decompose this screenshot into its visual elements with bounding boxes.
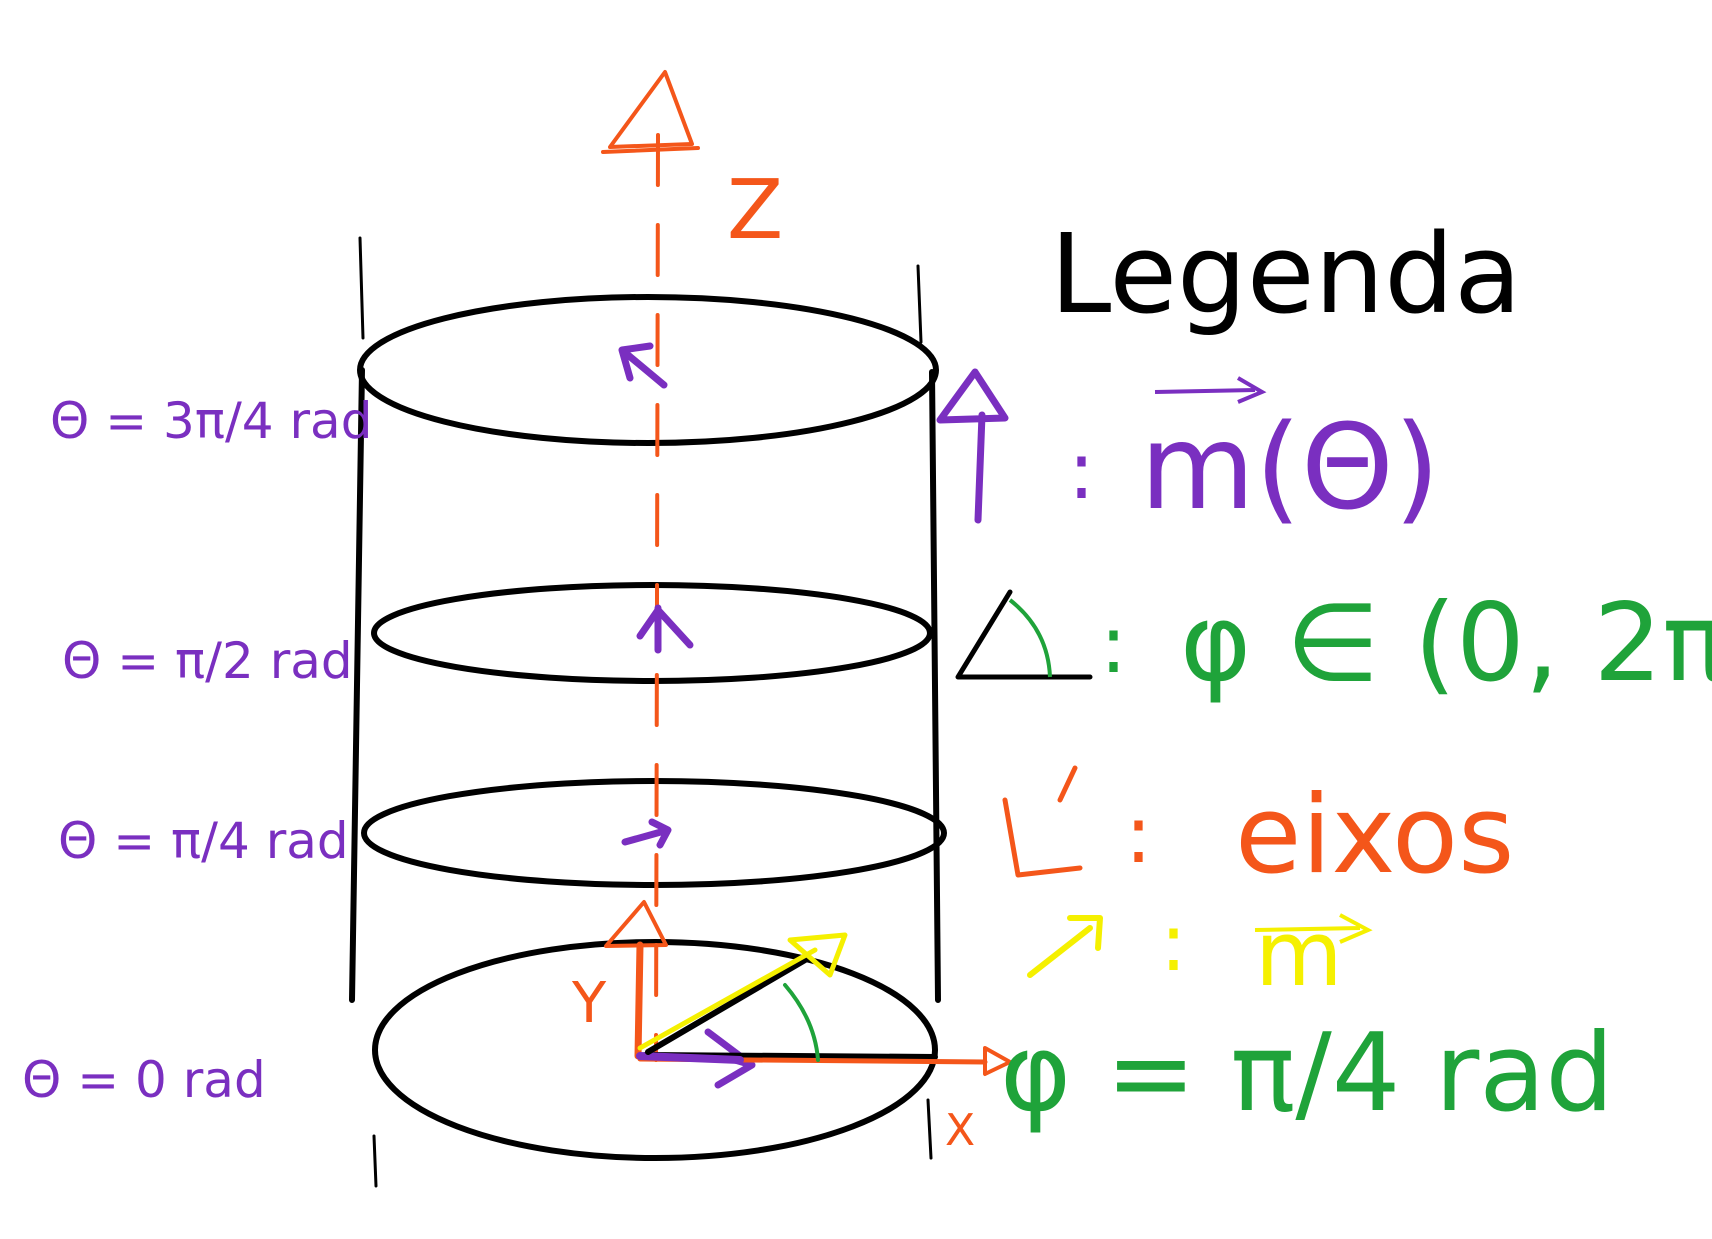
phi-angle-arc [783, 983, 820, 1062]
legend-colon: : [1160, 896, 1187, 989]
legend-text-m-theta: m(Θ) [1140, 398, 1440, 536]
m-projection-yellow [637, 947, 818, 1051]
legend-colon: : [1100, 598, 1127, 691]
legend-text-m: m [1255, 902, 1343, 1007]
theta-label-3pi4: Θ = 3π/4 rad [50, 392, 372, 450]
legend-item-axes: : eixos [1002, 765, 1514, 898]
m-projection-arrowhead [787, 932, 848, 978]
tick-mark [358, 236, 365, 340]
cylinder-left-side [349, 367, 365, 1003]
x-axis-label: X [945, 1105, 975, 1156]
tick-mark [916, 264, 923, 344]
theta-label-pi4: Θ = π/4 rad [58, 812, 349, 870]
m-arrow-pi2 [636, 604, 694, 654]
m-projection-black [645, 957, 808, 1055]
y-axis-label: Y [571, 971, 607, 1036]
disc-theta-pi4 [361, 778, 947, 888]
vector-overline [1154, 376, 1267, 404]
m-base [636, 1052, 744, 1064]
angle-arc-icon [1008, 598, 1052, 678]
legend: Legenda : m(Θ) : φ ∈ (0, 2π) : eixos : m [936, 210, 1712, 1136]
legend-title: Legenda [1050, 210, 1521, 338]
x-axis-arrowhead [983, 1046, 1012, 1076]
axes-icon [1002, 765, 1083, 878]
tick-mark [372, 1134, 378, 1188]
z-axis [601, 70, 700, 1062]
theta-labels: Θ = 3π/4 rad Θ = π/2 rad Θ = π/4 rad Θ =… [22, 392, 372, 1109]
y-axis-arrowhead [604, 900, 668, 948]
cylinder [349, 236, 947, 1188]
legend-colon: : [1068, 424, 1095, 517]
z-axis-line [654, 133, 660, 1062]
legend-text-axes: eixos [1235, 773, 1514, 898]
legend-item-phi-range: : φ ∈ (0, 2π) [955, 581, 1712, 706]
theta-label-0: Θ = 0 rad [22, 1051, 266, 1109]
z-axis-arrowbase [601, 146, 700, 154]
vector-overline [1254, 913, 1373, 944]
m-arrow-pi4 [621, 818, 672, 849]
base-axes [604, 900, 1012, 1076]
cylinder-right-side [929, 369, 941, 1003]
legend-colon: : [1125, 788, 1152, 881]
purple-arrow-icon [936, 368, 1009, 524]
tick-mark [926, 1098, 933, 1160]
legend-item-m: : m [1027, 896, 1373, 1007]
disc-theta-3pi4 [357, 294, 939, 446]
legend-item-m-theta: : m(Θ) [936, 368, 1440, 536]
z-axis-arrowhead [608, 70, 694, 149]
z-axis-label: Z [727, 163, 783, 258]
yellow-arrow-icon [1027, 915, 1103, 978]
disc-theta-pi2 [371, 582, 933, 684]
theta-label-pi2: Θ = π/2 rad [62, 632, 353, 690]
m-arrow-3pi4 [618, 342, 668, 389]
disc-theta-0 [372, 939, 938, 1161]
y-axis [634, 941, 644, 1060]
angle-icon [955, 589, 1093, 680]
legend-text-phi-range: φ ∈ (0, 2π) [1180, 581, 1712, 706]
phi-value: φ = π/4 rad [1000, 1011, 1614, 1136]
